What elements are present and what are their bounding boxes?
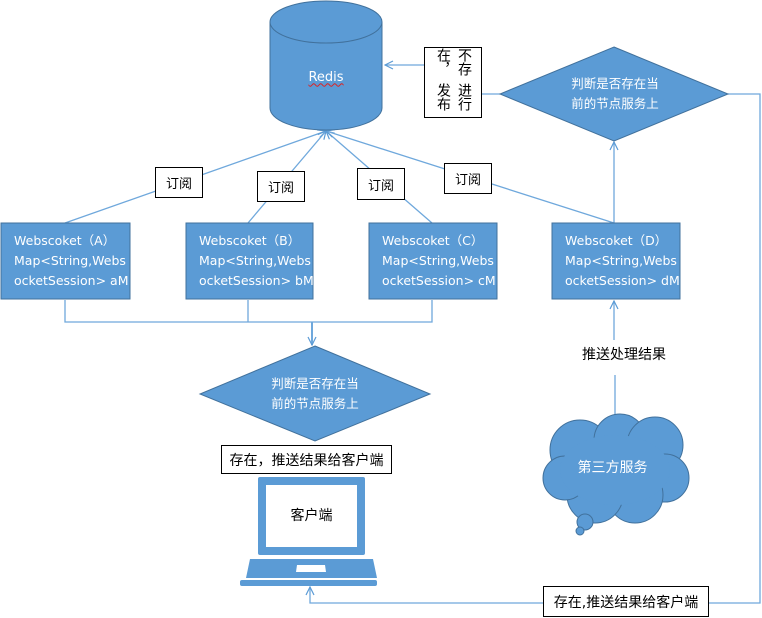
subscribe-label-b: 订阅 <box>257 171 305 202</box>
publish-note-col2: 进行发布 <box>435 82 472 111</box>
client-label: 客户端 <box>290 508 333 524</box>
publish-note-col1: 不存在， <box>435 48 472 76</box>
subscribe-label-d: 订阅 <box>444 163 492 194</box>
subscribe-label-a: 订阅 <box>155 167 203 198</box>
subscribe-label-c: 订阅 <box>357 168 405 200</box>
exists-push-label: 存在，推送结果给客户端 <box>221 445 392 474</box>
cloud-shape <box>542 413 690 536</box>
third-party-label: 第三方服务 <box>577 460 648 476</box>
exists-return-line <box>310 93 761 604</box>
redis-label: Redis <box>308 69 344 85</box>
websocket-box-b <box>185 222 314 300</box>
publish-note: 不存在， 进行发布 <box>424 47 482 118</box>
exists-push-bottom-label: 存在,推送结果给客户端 <box>543 586 709 617</box>
decision-top-text: 判断是否存在当前的节点服务上 <box>571 76 659 111</box>
websocket-box-a <box>0 222 131 300</box>
websocket-box-d <box>551 222 681 300</box>
decision-diamond-bottom <box>198 345 432 442</box>
redis-cylinder <box>269 0 383 131</box>
push-result-label: 推送处理结果 <box>574 343 674 365</box>
websocket-box-c <box>368 222 498 300</box>
decision-bottom-text: 判断是否存在当前的节点服务上 <box>271 376 359 411</box>
decision-diamond-top <box>498 46 730 142</box>
laptop-icon <box>240 477 377 586</box>
